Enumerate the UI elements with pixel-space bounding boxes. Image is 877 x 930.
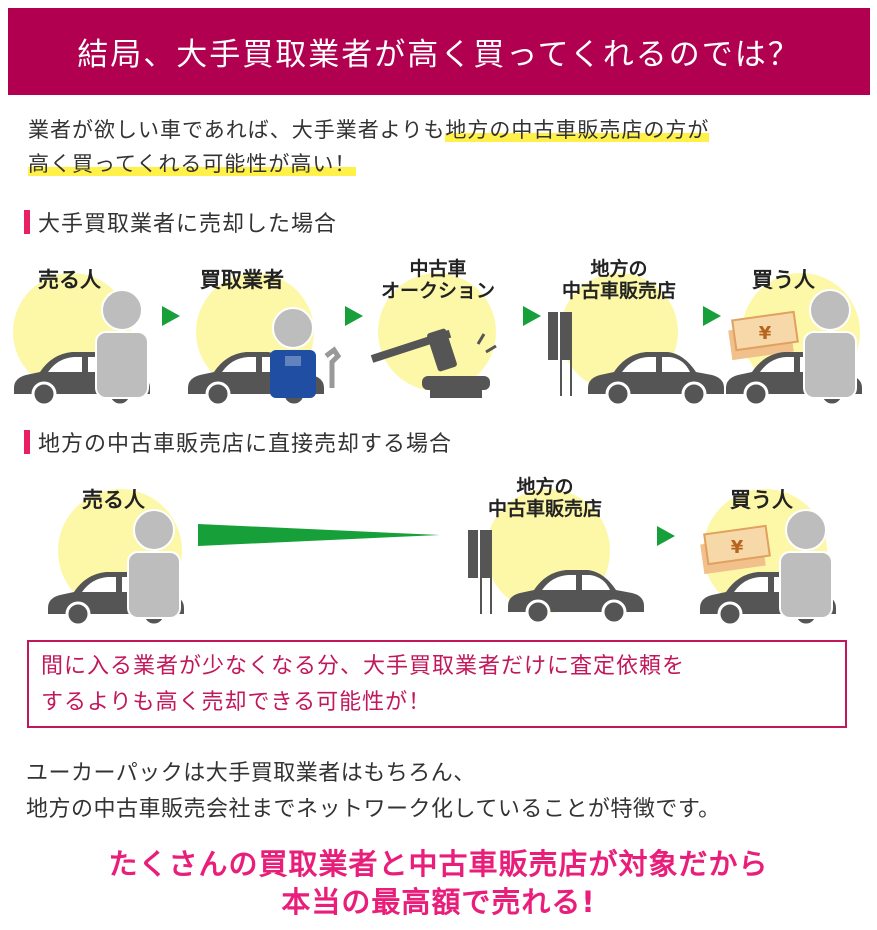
section-marker: [24, 430, 30, 454]
step-label-buyer-company: 買取業者: [200, 268, 284, 292]
intro-line2-highlight: 高く買ってくれる可能性が高い！: [28, 152, 357, 176]
body-line1: ユーカーパックは大手買取業者はもちろん、: [26, 761, 476, 786]
closing-message: たくさんの買取業者と中古車販売店が対象だから 本当の最高額で売れる!: [0, 845, 877, 921]
person-icon: [127, 509, 181, 619]
arrow-icon: [703, 306, 721, 326]
arrow-icon: [657, 526, 675, 546]
intro-line1-plain: 業者が欲しい車であれば、大手業者よりも: [28, 118, 446, 142]
notice-box: 間に入る業者が少なくなる分、大手買取業者だけに査定依頼を するよりも高く売却でき…: [27, 640, 847, 728]
notice-line1: 間に入る業者が少なくなる分、大手買取業者だけに査定依頼を: [41, 654, 686, 679]
long-arrow-icon: [198, 524, 440, 546]
flow-illustration: ¥: [12, 273, 864, 627]
closing-line2: 本当の最高額で売れる!: [281, 885, 596, 919]
person-icon: [803, 289, 857, 399]
section2-title: 地方の中古車販売店に直接売却する場合: [24, 426, 452, 458]
step-label-buyer: 買う人: [752, 268, 815, 292]
mechanic-icon: [270, 307, 342, 398]
step-label-auction: 中古車 オークション: [380, 258, 495, 302]
step-label-seller: 売る人: [38, 268, 101, 292]
page-title: 結局、大手買取業者が高く買ってくれるのでは？: [77, 37, 801, 73]
page-title-banner: 結局、大手買取業者が高く買ってくれるのでは？: [8, 8, 870, 95]
arrow-icon: [162, 306, 180, 326]
step-label-local-dealer: 地方の 中古車販売店: [561, 258, 676, 302]
section1-title: 大手買取業者に売却した場合: [24, 206, 337, 238]
closing-line1: たくさんの買取業者と中古車販売店が対象だから: [108, 847, 769, 881]
body-text: ユーカーパックは大手買取業者はもちろん、 地方の中古車販売会社までネットワーク化…: [26, 756, 721, 828]
shop-icon: [468, 530, 492, 614]
person-icon: [95, 289, 149, 399]
intro-line1-highlight: 地方の中古車販売店の方が: [445, 118, 710, 142]
section-marker: [24, 210, 30, 234]
person-icon: [779, 509, 833, 619]
gavel-icon: [370, 328, 497, 398]
step-label-buyer: 買う人: [730, 488, 793, 512]
intro-text: 業者が欲しい車であれば、大手業者よりも地方の中古車販売店の方が 高く買ってくれる…: [28, 113, 710, 181]
section2-title-text: 地方の中古車販売店に直接売却する場合: [38, 432, 453, 457]
shop-icon: [548, 312, 572, 396]
step-label-local-dealer: 地方の 中古車販売店: [487, 476, 602, 520]
notice-line2: するよりも高く売却できる可能性が！: [41, 690, 432, 715]
arrow-icon: [523, 306, 541, 326]
step-label-seller: 売る人: [82, 488, 145, 512]
body-line2: 地方の中古車販売会社までネットワーク化していることが特徴です。: [26, 797, 721, 822]
arrow-icon: [345, 306, 363, 326]
section1-title-text: 大手買取業者に売却した場合: [38, 212, 338, 237]
